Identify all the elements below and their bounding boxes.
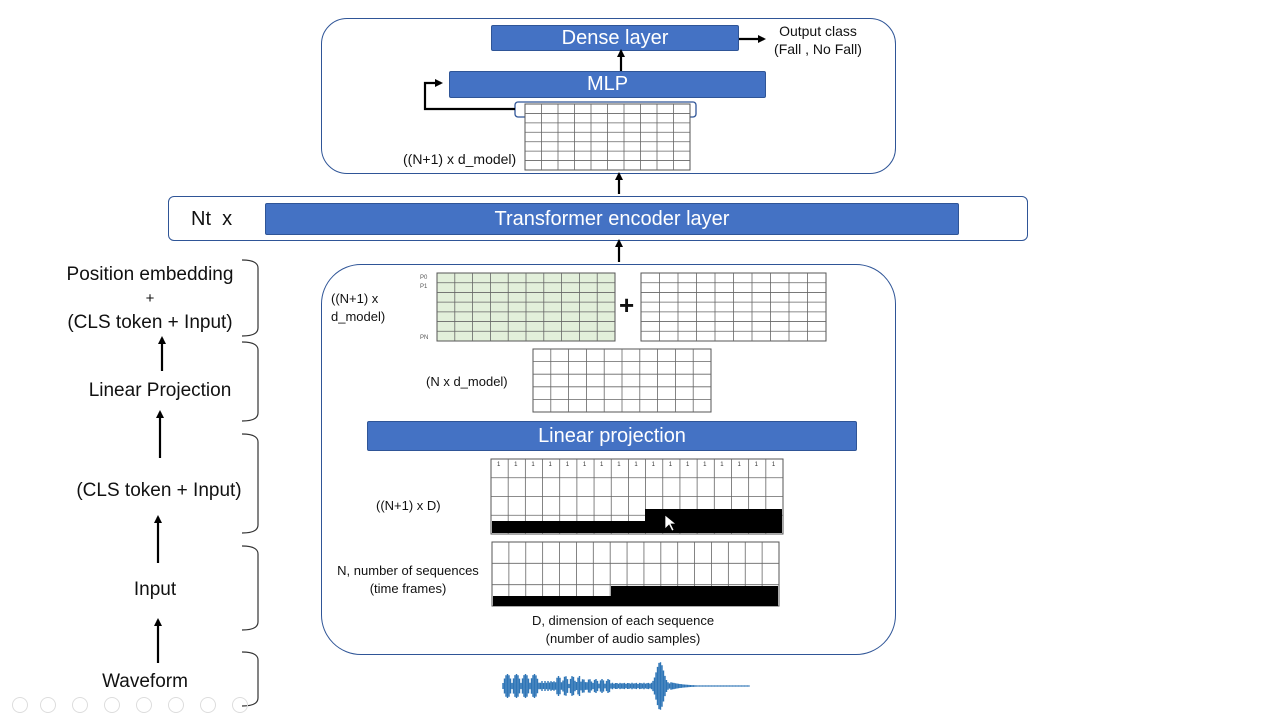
dense-layer-block: Dense layer <box>491 25 739 51</box>
cls-token-value: 1 <box>566 462 570 468</box>
arrow-cls-to-mlp <box>423 79 515 111</box>
cls-token-value: 1 <box>531 462 535 468</box>
input-matrix-label: N, number of sequences (time frames) <box>327 562 489 598</box>
step-linear-projection: Linear Projection <box>88 380 232 401</box>
cls-token-value: 1 <box>617 462 621 468</box>
output-class-line1: Output class <box>779 23 857 39</box>
more-options-icon[interactable] <box>232 697 248 713</box>
token-embedding-grid <box>640 272 827 342</box>
linear-projection-block: Linear projection <box>367 421 857 451</box>
linear-projection-label: Linear projection <box>538 424 686 447</box>
cls-token-value: 1 <box>514 462 518 468</box>
embedding-matrix-label-line1: ((N+1) x <box>331 291 379 306</box>
step-waveform: Waveform <box>102 671 188 692</box>
input-black-band-left <box>493 596 611 606</box>
output-class-label: Output class (Fall , No Fall) <box>768 22 868 58</box>
cls-token-value: 1 <box>652 462 656 468</box>
mouse-cursor-icon <box>664 514 677 532</box>
cls-matrix-label: ((N+1) x D) <box>376 498 441 513</box>
pen-icon[interactable] <box>72 697 88 713</box>
cls-input-black-band-left <box>492 521 645 533</box>
transformer-encoder-label: Transformer encoder layer <box>494 207 730 230</box>
next-slide-icon[interactable] <box>40 697 56 713</box>
cls-token-value: 1 <box>669 462 673 468</box>
encoder-repeat-label: Nt x <box>191 208 233 230</box>
cls-token-value: 1 <box>600 462 604 468</box>
input-black-band-right <box>611 586 778 606</box>
cls-token-value: 1 <box>772 462 776 468</box>
embedding-matrix-label: ((N+1) x d_model) <box>331 290 385 326</box>
cls-token-value: 1 <box>583 462 587 468</box>
pos-row-label-p1: P1 <box>420 284 428 290</box>
audio-waveform <box>502 662 750 710</box>
mlp-label: MLP <box>586 73 629 95</box>
dimension-label-line2: (number of audio samples) <box>545 631 701 646</box>
step-position-embedding-line1: Position embedding <box>66 264 234 285</box>
cls-token-value: 1 <box>686 462 690 468</box>
input-matrix-label-line2: (time frames) <box>369 581 447 596</box>
pos-row-label-p0: P0 <box>420 275 428 281</box>
dimension-label-line1: D, dimension of each sequence <box>531 613 715 628</box>
cls-token-value: 1 <box>720 462 724 468</box>
bracket-input <box>241 545 259 631</box>
step-position-embedding-line2: (CLS token + Input) <box>67 312 233 333</box>
cls-token-value: 1 <box>497 462 501 468</box>
cls-token-value: 1 <box>634 462 638 468</box>
projected-matrix-grid <box>532 348 712 413</box>
input-matrix-label-line1: N, number of sequences <box>337 563 479 578</box>
embedding-plus-sign: + <box>619 290 635 320</box>
mlp-block: MLP <box>449 71 766 98</box>
bracket-linear-projection <box>241 341 259 422</box>
subtitles-icon[interactable] <box>200 697 216 713</box>
zoom-icon[interactable] <box>136 697 152 713</box>
classifier-matrix-label: ((N+1) x d_model) <box>403 151 517 167</box>
step-cls-input: (CLS token + Input) <box>76 480 242 501</box>
dimension-label: D, dimension of each sequence (number of… <box>500 612 746 648</box>
prev-slide-icon[interactable] <box>12 697 28 713</box>
classifier-matrix-grid <box>524 103 691 171</box>
embedding-matrix-label-line2: d_model) <box>331 309 386 324</box>
step-position-embedding: Position embedding + (CLS token + Input) <box>50 262 250 336</box>
pos-row-label-pn: PN <box>420 335 429 341</box>
dense-layer-label: Dense layer <box>561 26 669 49</box>
cls-token-value: 1 <box>549 462 553 468</box>
projected-matrix-label: (N x d_model) <box>426 374 508 389</box>
bracket-waveform <box>241 651 259 707</box>
cls-token-value: 1 <box>703 462 707 468</box>
bracket-cls-input <box>241 433 259 534</box>
cls-token-value: 1 <box>737 462 741 468</box>
step-input: Input <box>133 579 177 600</box>
position-embedding-grid <box>436 272 616 342</box>
step-position-embedding-plus: + <box>145 290 155 307</box>
slides-icon[interactable] <box>104 697 120 713</box>
transformer-encoder-block: Transformer encoder layer <box>265 203 959 235</box>
bracket-position-embedding <box>241 259 259 337</box>
camera-icon[interactable] <box>168 697 184 713</box>
cls-token-value: 1 <box>755 462 759 468</box>
output-class-line2: (Fall , No Fall) <box>774 41 862 57</box>
